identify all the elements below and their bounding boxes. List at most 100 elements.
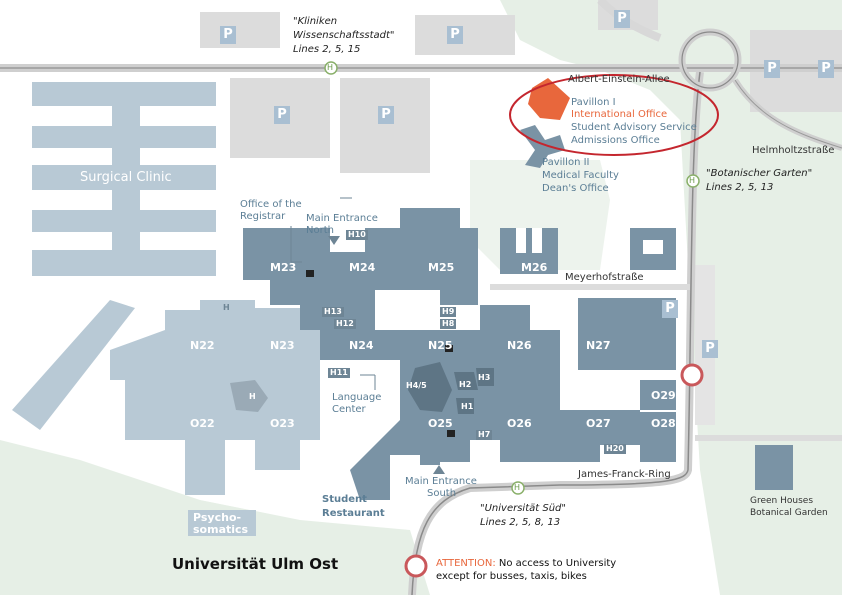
building-n22: N22 (190, 339, 215, 352)
n27-building (578, 298, 676, 370)
tower-courtyard (643, 240, 663, 254)
parking-icon: P (662, 300, 678, 318)
m26-building (500, 228, 558, 274)
street-meyerhofstrasse: Meyerhofstraße (565, 272, 644, 283)
cafe-icon (447, 430, 455, 437)
parking-icon: P (614, 10, 630, 28)
attention-text-1: No access to University (498, 558, 617, 569)
building-o25: O25 (428, 417, 453, 430)
building-m25: M25 (428, 261, 455, 274)
green-houses-label-2: Botanical Garden (750, 508, 828, 518)
pavillon-ii-label: Pavillon II (542, 157, 590, 168)
street-james-franck-ring: James-Franck-Ring (578, 469, 671, 480)
building-m23: M23 (270, 261, 297, 274)
meyerhofstrasse-road (490, 284, 690, 290)
hall-h13: H13 (322, 307, 344, 317)
stop-kliniken-lines: Lines 2, 5, 15 (293, 44, 361, 55)
hall-h-west: H (221, 303, 232, 313)
o29-building (640, 380, 676, 410)
attention-line-1: ATTENTION: No access to University (436, 558, 616, 570)
lecture-hall-west (230, 380, 268, 412)
no-access-sign-south (404, 554, 428, 578)
h2-hall (454, 372, 478, 390)
roundabout-track (681, 31, 739, 89)
cafe-icon (445, 345, 453, 352)
building-o29: O29 (651, 389, 676, 402)
main-university-complex (243, 208, 676, 500)
surgical-clinic-building (32, 82, 216, 276)
tram-stop-sued (511, 481, 525, 495)
stop-botanischer-lines: Lines 2, 5, 13 (706, 182, 774, 193)
international-office-label: International Office (571, 109, 668, 120)
green-houses-label-1: Green Houses (750, 496, 814, 506)
building-n25: N25 (428, 339, 453, 352)
west-complex (110, 300, 320, 495)
parking-icon: P (378, 106, 394, 124)
hall-h8: H8 (440, 319, 457, 329)
m26-notch (532, 228, 542, 253)
hall-h2: H2 (459, 380, 472, 389)
green-houses-building (755, 445, 793, 490)
campus-title: Universität Ulm Ost (172, 555, 339, 573)
building-o28: O28 (651, 417, 676, 430)
stop-kliniken-name-1: "Kliniken (293, 16, 338, 27)
building-o27: O27 (586, 417, 611, 430)
hall-h11: H11 (328, 368, 350, 378)
hall-h7: H7 (476, 430, 493, 440)
building-n23: N23 (270, 339, 295, 352)
hall-h3: H3 (478, 373, 491, 382)
deans-office-label: Dean's Office (542, 183, 609, 194)
tram-stop-symbol: H (689, 176, 696, 185)
north-entrance-marker (328, 236, 340, 245)
student-restaurant-label-1: Student (322, 494, 367, 505)
language-center-label-2: Center (332, 404, 366, 415)
language-center-label-1: Language (332, 392, 382, 403)
admissions-office-label: Admissions Office (571, 135, 660, 146)
hall-h9: H9 (440, 307, 457, 317)
tram-stop-kliniken (324, 61, 338, 75)
medical-faculty-label: Medical Faculty (542, 170, 619, 181)
student-advisory-label: Student Advisory Service (571, 122, 697, 133)
building-o23: O23 (270, 417, 295, 430)
attention-word: ATTENTION: (436, 558, 496, 569)
h1-hall (456, 398, 474, 414)
registrar-label-2: Registrar (240, 211, 286, 222)
hall-h-west-2: H (249, 392, 256, 401)
parking-icon: P (818, 60, 834, 78)
pavillon-i-label: Pavillon I (571, 97, 616, 108)
no-access-sign-east (680, 363, 704, 387)
parking-icon: P (220, 26, 236, 44)
stop-sued-name: "Universität Süd" (480, 503, 566, 514)
parking-icon: P (274, 106, 290, 124)
psychosomatics-label-2: somatics (193, 523, 249, 536)
h3-hall (476, 368, 494, 386)
tram-stop-symbol: H (514, 483, 521, 492)
stop-kliniken-name-2: Wissenschaftsstadt" (293, 30, 395, 41)
h45-lecture-hall (408, 362, 452, 412)
surgical-clinic-courtyards (140, 106, 216, 250)
hall-h10: H10 (346, 230, 368, 240)
grey-block (340, 78, 430, 173)
stop-sued-lines: Lines 2, 5, 8, 13 (480, 517, 561, 528)
stop-botanischer-name: "Botanischer Garten" (706, 168, 813, 179)
north-road (597, 0, 662, 42)
grey-block (415, 15, 515, 55)
parking-icon: P (447, 26, 463, 44)
cafe-icon (306, 270, 314, 277)
street-albert-einstein-allee: Albert-Einstein-Allee (568, 74, 670, 85)
main-entrance-south-label-2: South (427, 488, 457, 499)
m26-notch (516, 228, 526, 253)
south-entrance-marker (433, 465, 445, 474)
student-restaurant-label-2: Restaurant (322, 508, 385, 519)
surgical-clinic-label: Surgical Clinic (80, 170, 172, 185)
hall-h12: H12 (334, 319, 356, 329)
building-n26: N26 (507, 339, 532, 352)
highlight-ellipse (509, 74, 719, 156)
parking-icon: P (764, 60, 780, 78)
helmholtzstrasse-line (734, 79, 842, 149)
building-m26: M26 (521, 261, 548, 274)
building-o22: O22 (190, 417, 215, 430)
building-n27: N27 (586, 339, 611, 352)
